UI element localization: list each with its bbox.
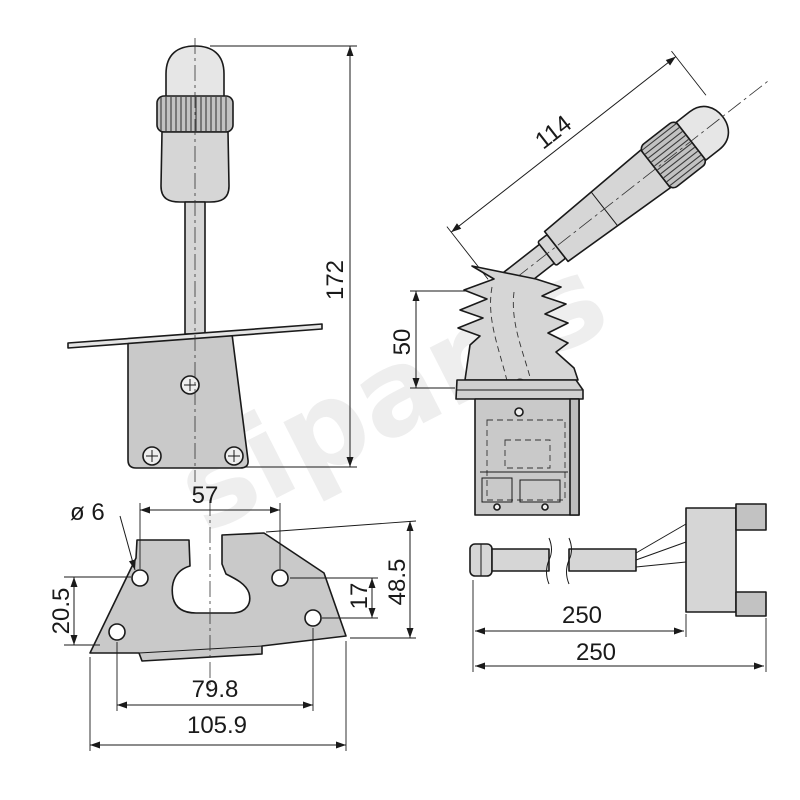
knurl-line — [669, 158, 705, 187]
extension-line — [671, 50, 707, 96]
knurl-pattern — [160, 97, 227, 131]
cable-wire — [635, 561, 687, 568]
boot-hidden-line — [490, 286, 509, 386]
cable-break-line — [566, 537, 572, 585]
dimension-label-top-hole-spacing: 57 — [192, 482, 219, 509]
cable-wire — [635, 523, 687, 554]
housing-screw — [493, 503, 501, 511]
dimension-label-boot-height: 50 — [389, 329, 416, 356]
knurl-line — [654, 138, 689, 167]
housing-internal-block — [519, 479, 561, 503]
dimension-label-cable-length: 250 — [562, 602, 602, 629]
housing-hidden-contour — [486, 419, 566, 501]
knurl-line — [663, 150, 699, 179]
arrowhead — [475, 662, 485, 670]
arrowhead — [412, 291, 420, 301]
switch-element-hidden — [504, 439, 551, 469]
cable-view: 250 250 — [469, 503, 767, 672]
cable-segment — [568, 548, 637, 572]
arrowhead — [117, 701, 127, 709]
housing-screw — [514, 407, 524, 417]
arrowhead — [70, 577, 78, 587]
rubber-boot — [457, 265, 579, 381]
knurl-line — [660, 146, 695, 175]
mounting-hole — [304, 609, 322, 627]
mounting-hole — [271, 569, 289, 587]
screw — [142, 446, 162, 466]
plate-tab-edge — [138, 645, 263, 654]
arrowhead — [368, 578, 376, 588]
dimension-label-right-hole-offset: 17 — [346, 583, 373, 610]
arrowhead — [674, 627, 684, 635]
knurl-line — [651, 135, 686, 163]
dimension-label-left-hole-offset: 20.5 — [48, 588, 75, 635]
arrowhead — [475, 627, 485, 635]
housing-internal-block — [481, 477, 513, 503]
arrowhead — [70, 635, 78, 645]
screw-slot — [146, 450, 158, 462]
front-view: 172 — [67, 38, 357, 482]
screw — [180, 375, 200, 395]
screw-slot — [184, 379, 196, 391]
arrowhead — [451, 223, 462, 233]
housing-side-plate — [569, 398, 580, 516]
dimension-label-bottom-hole-spacing: 79.8 — [192, 676, 239, 703]
arrowhead — [140, 506, 150, 514]
connector-latch — [735, 591, 767, 617]
arrowhead — [128, 559, 136, 570]
mounting-plate — [89, 532, 347, 662]
knurl-line — [666, 154, 702, 183]
mounting-hole — [131, 569, 149, 587]
arrowhead — [412, 378, 420, 388]
lever-centerline — [493, 79, 771, 296]
housing-screw — [541, 503, 549, 511]
connector-body — [685, 507, 737, 613]
dimension-label-hole-diameter: ø 6 — [70, 499, 105, 526]
arrowhead — [90, 741, 100, 749]
arrowhead — [336, 741, 346, 749]
switch-housing — [474, 398, 580, 516]
knurl-pattern — [641, 123, 705, 187]
knurl-line — [641, 123, 677, 151]
side-view: 114 50 — [389, 50, 771, 516]
knurl-line — [657, 142, 692, 171]
dimension-label-height: 172 — [322, 260, 349, 300]
connector-latch — [735, 503, 767, 531]
lever-knob-cap — [675, 105, 730, 161]
dimension-label-overall-length: 250 — [576, 639, 616, 666]
knurl-line — [648, 131, 683, 159]
screw-slot — [228, 450, 240, 462]
arrowhead — [665, 56, 676, 66]
cable-segment — [491, 548, 550, 572]
mounting-plate-view: ø 6 57 20.5 17 48.5 79.8 105.9 — [48, 482, 417, 751]
dimension-label-plate-height: 48.5 — [384, 559, 411, 606]
extension-line — [265, 520, 417, 533]
arrowhead — [303, 701, 313, 709]
cable-wire — [635, 541, 687, 561]
mounting-hole — [108, 623, 126, 641]
arrowhead — [406, 521, 414, 531]
arrowhead — [346, 457, 354, 467]
dimension-label-lever-length: 114 — [530, 110, 577, 155]
arrowhead — [346, 46, 354, 56]
arrowhead — [754, 662, 764, 670]
knurl-line — [644, 127, 680, 155]
screw — [224, 446, 244, 466]
arrowhead — [368, 608, 376, 618]
dimension-line-lever-length — [450, 56, 677, 233]
arrowhead — [406, 628, 414, 638]
switch-body — [127, 333, 249, 469]
cable-break-line — [546, 537, 552, 585]
dimension-label-plate-width: 105.9 — [187, 712, 247, 739]
arrowhead — [270, 506, 280, 514]
